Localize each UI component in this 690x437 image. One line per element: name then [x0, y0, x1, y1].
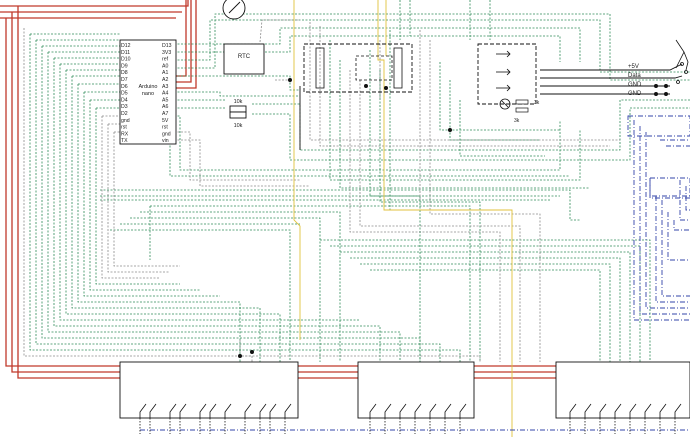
arduino-pin-left-d8: D8 [121, 70, 128, 76]
resistor-3k-b [515, 107, 529, 113]
arduino-pin-right-a3: A3 [162, 84, 168, 90]
switch-contact [629, 403, 637, 418]
resistor-upper-value: 10k [234, 99, 243, 105]
switch-contact [259, 403, 267, 418]
switch-contact [569, 403, 577, 418]
switch-contact [659, 403, 667, 418]
arduino-pin-right-gnd: gnd [162, 131, 171, 137]
resistor-10k-lower: 10k [229, 111, 247, 129]
arduino-subtitle: nano [142, 91, 154, 97]
rtc-label: RTC [238, 54, 251, 60]
arduino-pin-left-d2: D2 [121, 111, 128, 117]
connector-label-5v: +5V [628, 64, 639, 70]
connector-label-data: Data [628, 73, 641, 79]
resistor-lower-value: 10k [234, 123, 243, 129]
yellow-wires [293, 0, 513, 437]
switch-contact [414, 403, 422, 418]
switch-contact [224, 403, 232, 418]
gauge-symbol [222, 0, 246, 20]
arduino-pin-left-d5: D5 [121, 91, 128, 97]
bottom-module-left [119, 361, 299, 419]
green-signal-wires [29, 0, 690, 362]
switch-contact [139, 403, 147, 418]
switch-contact [269, 403, 277, 418]
arduino-pin-right-d13: D13 [162, 43, 172, 49]
switch-contact [384, 403, 392, 418]
arduino-pin-right-3v3: 3V3 [162, 50, 171, 56]
switch-contact [584, 403, 592, 418]
arduino-pin-left-d11: D11 [121, 50, 130, 56]
gray-wires [23, 19, 620, 362]
switch-contact [369, 403, 377, 418]
switch-contact [209, 403, 217, 418]
junction-dots [238, 78, 668, 358]
switch-contact [674, 403, 682, 418]
rtc-module: RTC [223, 43, 265, 75]
arduino-pin-right-a2: A2 [162, 77, 168, 83]
bottom-module-middle [357, 361, 475, 419]
connector: +5V Data GND GND [628, 39, 689, 97]
switch-contact [444, 403, 452, 418]
arduino-pin-left-d4: D4 [121, 97, 128, 103]
arduino-pin-left-d6: D6 [121, 84, 128, 90]
switch-contact [199, 403, 207, 418]
arduino-pin-right-ref: ref [162, 57, 169, 63]
arduino-pin-left-gnd: gnd [121, 118, 130, 124]
connector-label-gnd-2: GND [628, 91, 642, 97]
resistor-sensor-b-value: 3k [514, 118, 520, 124]
switch-contact [599, 403, 607, 418]
red-power-wires [0, 0, 673, 379]
arduino-pin-left-rst: rst [121, 125, 127, 131]
arduino-pin-right-a7: A7 [162, 111, 168, 117]
switch-contact [179, 403, 187, 418]
resistor-10k-upper: 10k [229, 99, 247, 113]
switch-contact [614, 403, 622, 418]
resistor-sensor-a-value: 3k [534, 100, 540, 106]
switch-contact [244, 403, 252, 418]
arduino-pin-left-d7: D7 [121, 77, 128, 83]
arduino-pin-left-d10: D10 [121, 57, 131, 63]
relay-block [303, 43, 413, 93]
arduino-pin-right-a0: A0 [162, 63, 168, 69]
arduino-pin-right-a6: A6 [162, 104, 168, 110]
arduino-nano-module: Arduino nano D12D11D10D9D8D7D6D5D4D3D2gn… [119, 39, 177, 145]
switch-contact [149, 403, 157, 418]
sensor-module: 3k 3k [477, 43, 540, 124]
switch-contact [169, 403, 177, 418]
switch-contact [644, 403, 652, 418]
resistor-3k-a [515, 99, 529, 105]
switch-contact [284, 403, 292, 418]
arduino-pin-right-vin: vin [162, 138, 169, 144]
arduino-pin-right-5v: 5V [162, 118, 169, 124]
switch-contact [429, 403, 437, 418]
arduino-pin-left-d9: D9 [121, 63, 128, 69]
bottom-module-right [555, 361, 690, 419]
arduino-pin-right-a1: A1 [162, 70, 168, 76]
arduino-pin-left-d3: D3 [121, 104, 128, 110]
arduino-pin-left-rx: RX [121, 131, 129, 137]
switch-contacts [139, 403, 682, 434]
connector-wires [299, 63, 683, 150]
connector-label-gnd-1: GND [628, 82, 642, 88]
arduino-pin-left-d12: D12 [121, 43, 131, 49]
arduino-pin-right-a4: A4 [162, 91, 168, 97]
arduino-pin-left-tx: TX [121, 138, 128, 144]
arduino-pin-right-a5: A5 [162, 97, 168, 103]
switch-contact [459, 403, 467, 418]
arduino-title: Arduino [139, 84, 158, 90]
switch-contact [399, 403, 407, 418]
arduino-pin-right-rst: rst [162, 125, 168, 131]
